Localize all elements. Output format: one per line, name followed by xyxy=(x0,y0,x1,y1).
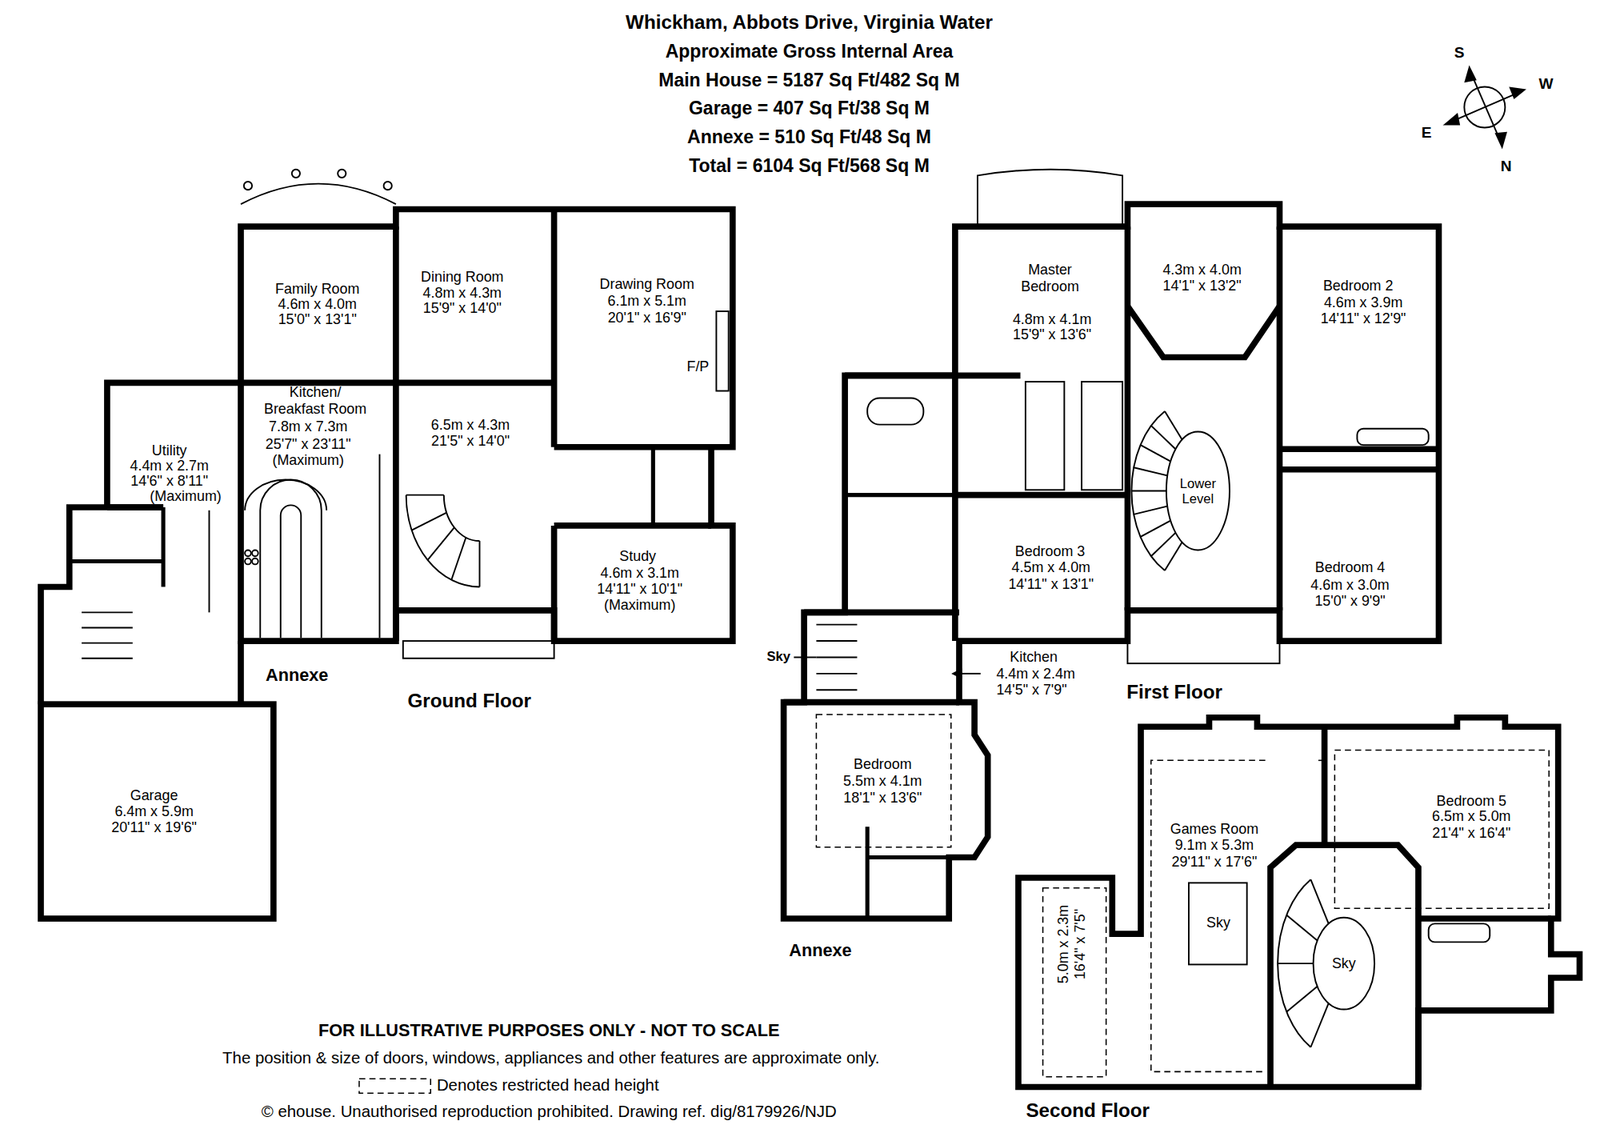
room-name: Kitchen/ Breakfast Room xyxy=(258,384,373,418)
stair-label: Lower Level xyxy=(1173,475,1223,506)
room-note: (Maximum) xyxy=(272,452,344,469)
room-size: 20'11" x 19'6" xyxy=(111,819,197,836)
room-size: 5.5m x 4.1m xyxy=(843,772,922,790)
area-name: Annexe xyxy=(788,940,852,960)
floor-name: First Floor xyxy=(1126,680,1223,704)
room-name: Bedroom 5 xyxy=(1436,792,1508,810)
room-size: 15'9" x 14'0" xyxy=(423,300,502,317)
skylight-label: Sky xyxy=(1206,914,1231,932)
room-name: Garage xyxy=(130,786,179,804)
room-name: Games Room xyxy=(1170,820,1259,837)
room-size: 4.4m x 2.7m xyxy=(129,456,208,474)
skylight-label: Sky xyxy=(1332,955,1356,972)
plan-title: Whickham, Abbots Drive, Virginia Water xyxy=(625,11,993,34)
room-name: Bedroom 3 xyxy=(1015,543,1086,560)
skylight-label: Sky xyxy=(766,649,791,665)
area-line: Annexe = 510 Sq Ft/48 Sq M xyxy=(687,126,932,148)
room-size: 4.6m x 3.1m xyxy=(600,564,679,581)
room-size: 4.6m x 3.9m xyxy=(1324,293,1403,311)
area-line: Garage = 407 Sq Ft/38 Sq M xyxy=(688,97,930,119)
room-size: 14'11" x 10'1" xyxy=(596,580,683,598)
area-name: Annexe xyxy=(265,665,328,686)
fireplace-label: F/P xyxy=(686,358,709,376)
disclaimer: FOR ILLUSTRATIVE PURPOSES ONLY - NOT TO … xyxy=(318,1020,780,1041)
room-size: 4.8m x 4.1m xyxy=(1012,311,1092,328)
disclaimer: The position & size of doors, windows, a… xyxy=(222,1048,880,1068)
room-name: Study xyxy=(619,548,656,565)
room-size: 14'11" x 12'9" xyxy=(1320,310,1407,328)
room-name: Master Bedroom xyxy=(1013,262,1088,296)
room-size: 4.5m x 4.0m xyxy=(1012,559,1091,576)
compass-letter: S xyxy=(1454,44,1465,62)
room-size: 6.1m x 5.1m xyxy=(607,292,686,310)
room-size: 15'0" x 13'1" xyxy=(278,311,357,328)
room-name: Utility xyxy=(152,441,188,459)
floor-name: Ground Floor xyxy=(407,689,532,712)
room-size: 4.3m x 4.0m xyxy=(1162,260,1241,278)
room-size: 4.6m x 3.0m xyxy=(1310,576,1389,594)
room-size: 21'4" x 16'4" xyxy=(1432,824,1511,842)
compass-letter: E xyxy=(1421,124,1432,142)
legend-sample xyxy=(359,1078,431,1093)
room-size: 15'0" x 9'9" xyxy=(1314,592,1385,610)
copyright: © ehouse. Unauthorised reproduction proh… xyxy=(261,1103,837,1122)
room-name: Bedroom xyxy=(853,756,912,773)
room-size: 15'9" x 13'6" xyxy=(1012,326,1092,344)
area-line: Total = 6104 Sq Ft/568 Sq M xyxy=(688,154,930,176)
room-size: 20'1" x 16'9" xyxy=(608,308,687,326)
room-size: 29'11" x 17'6" xyxy=(1172,852,1258,870)
room-size: 6.4m x 5.9m xyxy=(114,803,193,820)
room-size: 25'7" x 23'11" xyxy=(265,436,352,453)
room-size: 4.4m x 2.4m xyxy=(996,665,1075,683)
room-size: 9.1m x 5.3m xyxy=(1175,836,1254,854)
room-name: Family Room xyxy=(275,280,360,298)
room-size: 6.5m x 4.3m xyxy=(431,416,510,433)
room-name: Kitchen xyxy=(1009,648,1058,666)
room-size: 7.8m x 7.3m xyxy=(268,418,348,436)
room-size: 5.0m x 2.3m xyxy=(1055,904,1072,984)
room-name: Dining Room xyxy=(420,268,504,285)
room-size: 14'5" x 7'9" xyxy=(996,681,1067,699)
compass-letter: W xyxy=(1538,75,1553,93)
room-size: 4.6m x 4.0m xyxy=(277,296,356,313)
room-name: Drawing Room xyxy=(600,275,695,292)
area-line: Main House = 5187 Sq Ft/482 Sq M xyxy=(658,68,960,90)
room-size: 21'5" x 14'0" xyxy=(431,432,510,450)
floor-name: Second Floor xyxy=(1025,1099,1150,1122)
legend-text: Denotes restricted head height xyxy=(436,1076,660,1095)
room-size: 14'11" x 13'1" xyxy=(1008,575,1094,592)
compass-letter: N xyxy=(1500,157,1512,176)
room-size: 14'6" x 8'11" xyxy=(130,472,208,490)
room-size: 16'4" x 7'5" xyxy=(1071,908,1088,980)
room-note: (Maximum) xyxy=(604,596,676,614)
area-heading: Approximate Gross Internal Area xyxy=(665,40,954,62)
room-size: 4.8m x 4.3m xyxy=(423,284,502,302)
room-size: 6.5m x 5.0m xyxy=(1432,808,1511,825)
room-note: (Maximum) xyxy=(149,488,221,505)
room-name: Bedroom 2 xyxy=(1323,277,1394,295)
room-name: Bedroom 4 xyxy=(1315,559,1386,576)
room-size: 14'1" x 13'2" xyxy=(1163,277,1242,295)
room-size: 18'1" x 13'6" xyxy=(843,789,922,807)
